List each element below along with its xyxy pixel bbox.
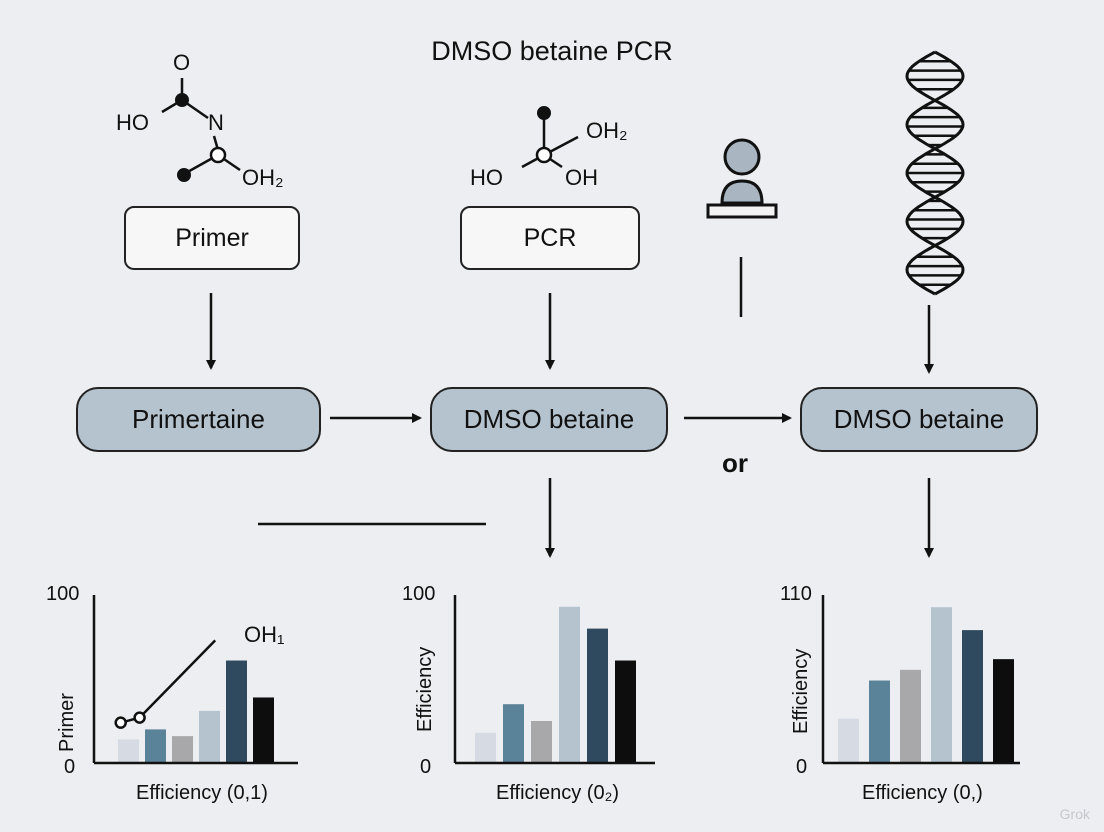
chart-0-bar-5 <box>253 697 274 763</box>
chart-2-bar-0 <box>838 718 859 763</box>
chart-2-ytick-bottom: 0 <box>796 756 808 778</box>
atom-oh-middle: OH <box>565 165 598 190</box>
chart-1-ytick-bottom: 0 <box>420 756 432 778</box>
watermark: Grok <box>1059 806 1090 822</box>
chart-0-ytick-bottom: 0 <box>64 756 76 778</box>
chart-2-bar-2 <box>900 669 921 763</box>
pcr-box: PCR <box>460 206 640 270</box>
primer-box: Primer <box>124 206 300 270</box>
divider-vertical <box>739 257 743 317</box>
primertaine-box: Primertaine <box>76 387 321 452</box>
chart-0-ylabel: Primer <box>56 693 78 752</box>
dmso-betaine-box-right: DMSO betaine <box>800 387 1038 452</box>
atom-oh2: OH₂ <box>242 165 284 190</box>
chart-1-bar-4 <box>587 628 608 763</box>
or-label: or <box>722 448 748 478</box>
chart-0-ytick-top: 100 <box>46 583 80 605</box>
chart-0-line-point-1 <box>133 711 146 724</box>
chart-1-xlabel: Efficiency (0₂) <box>496 782 619 804</box>
chart-2-xlabel: Efficiency (0,) <box>862 782 983 804</box>
atom-ho: HO <box>116 110 149 135</box>
chart-0-bar-1 <box>145 729 166 763</box>
chart-2-ylabel: Efficiency <box>790 648 812 734</box>
atom-o: O <box>173 50 191 75</box>
dna-helix-icon <box>905 50 965 296</box>
chart-0-line-point-0 <box>114 716 127 729</box>
chart-2-bar-3 <box>931 607 952 763</box>
person-icon <box>706 138 778 219</box>
chart-0-bar-2 <box>172 736 193 763</box>
chart-0-bar-3 <box>199 710 220 763</box>
chart-0-xlabel: Efficiency (0,1) <box>136 782 268 804</box>
chart-2-ytick-top: 110 <box>780 583 812 605</box>
chart-1-ytick-top: 100 <box>402 583 436 605</box>
chart-0-bar-0 <box>118 739 139 763</box>
dna-strand <box>905 50 965 296</box>
chart-2-bar-1 <box>869 680 890 763</box>
diagram-title: DMSO betaine PCR <box>431 36 673 66</box>
atom-oh2-middle: OH₂ <box>586 118 628 143</box>
molecule-left <box>161 78 241 182</box>
chart-1-bar-0 <box>475 732 496 763</box>
chart-1-bar-3 <box>559 606 580 763</box>
dna-strand <box>905 50 965 296</box>
chart-2-bar-4 <box>962 630 983 763</box>
chart-0-line-label: OH₁ <box>244 622 285 647</box>
chart-1-bar-2 <box>531 721 552 763</box>
molecule-middle <box>521 106 579 169</box>
chart-1-bar-1 <box>503 704 524 763</box>
atom-ho-middle: HO <box>470 165 503 190</box>
chart-1-bar-5 <box>615 660 636 763</box>
chart-0-bar-4 <box>226 660 247 763</box>
chart-1-ylabel: Efficiency <box>414 646 436 732</box>
dmso-betaine-box-middle: DMSO betaine <box>430 387 668 452</box>
chart-2-bar-5 <box>993 659 1014 763</box>
atom-n: N <box>208 110 224 135</box>
